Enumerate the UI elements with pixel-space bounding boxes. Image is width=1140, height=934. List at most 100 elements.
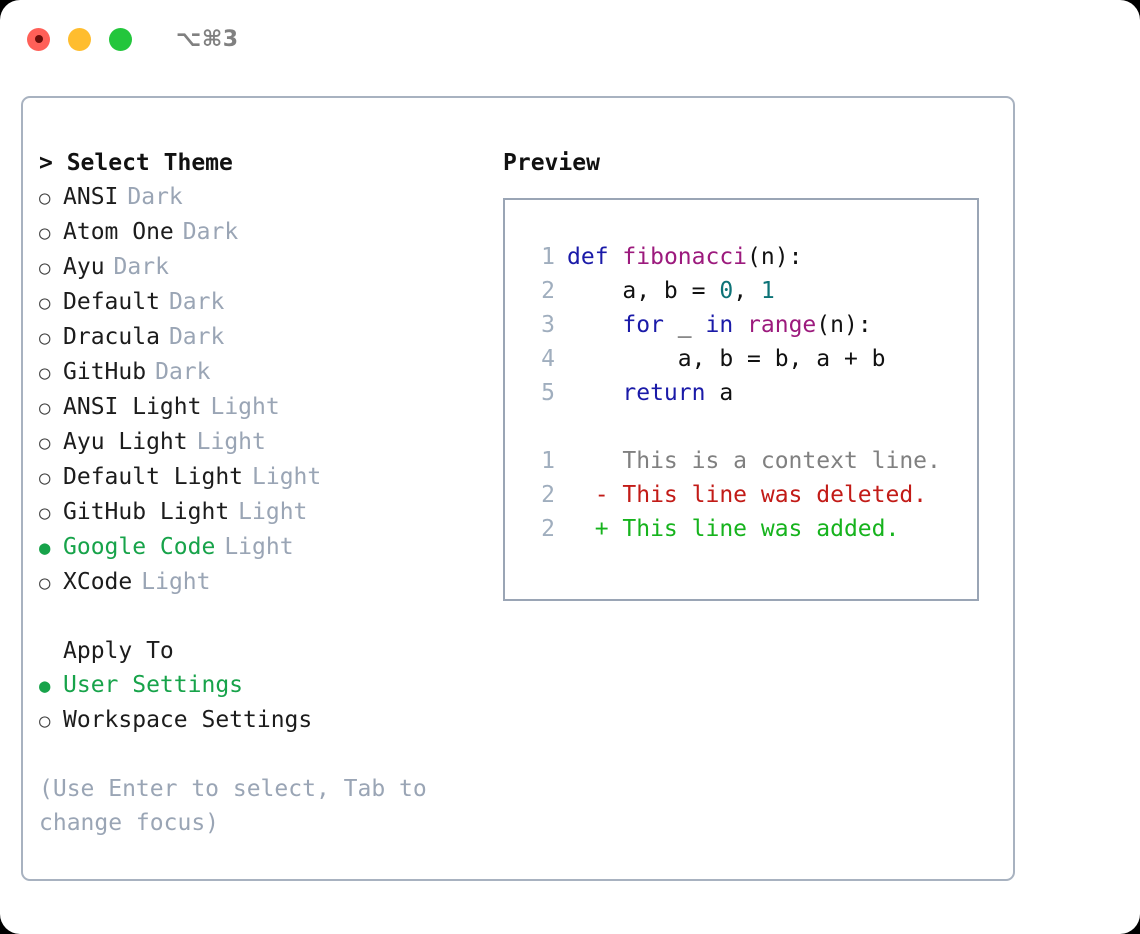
minimize-button[interactable] bbox=[68, 27, 91, 51]
radio-unselected-icon: ○ bbox=[39, 327, 51, 349]
maximize-button[interactable] bbox=[109, 27, 132, 51]
diff-line-text: This is a context line. bbox=[567, 448, 941, 474]
code-token bbox=[609, 244, 623, 270]
theme-option-github[interactable]: ○ GitHub Dark bbox=[39, 355, 503, 390]
diff-line-text: - This line was deleted. bbox=[567, 482, 928, 508]
diff-line: 1 This is a context line. bbox=[523, 444, 977, 478]
theme-option-default[interactable]: ○ Default Dark bbox=[39, 285, 503, 320]
select-theme-header: > Select Theme bbox=[39, 150, 233, 176]
radio-unselected-icon: ○ bbox=[39, 710, 51, 732]
theme-option-dracula[interactable]: ○ Dracula Dark bbox=[39, 320, 503, 355]
apply-to-option-label: Workspace Settings bbox=[63, 707, 313, 733]
diff-sample: 1 This is a context line.2 - This line w… bbox=[523, 444, 977, 546]
theme-option-kind: Dark bbox=[155, 359, 211, 385]
line-number: 2 bbox=[541, 278, 555, 304]
diff-line: 2 + This line was added. bbox=[523, 512, 977, 546]
theme-option-label: Default bbox=[63, 289, 160, 315]
theme-option-kind: Light bbox=[141, 569, 211, 595]
theme-option-xcode[interactable]: ○ XCode Light bbox=[39, 565, 503, 600]
code-line: 3 for _ in range(n): bbox=[523, 308, 977, 342]
theme-option-kind: Light bbox=[224, 534, 294, 560]
apply-to-list[interactable]: ● User Settings ○ Workspace Settings bbox=[39, 668, 503, 738]
theme-option-kind: Dark bbox=[113, 254, 169, 280]
theme-option-label: ANSI bbox=[63, 184, 119, 210]
line-number: 4 bbox=[541, 346, 555, 372]
code-token: for bbox=[622, 312, 664, 338]
radio-unselected-icon: ○ bbox=[39, 467, 51, 489]
theme-option-label: Google Code bbox=[63, 534, 216, 560]
radio-unselected-icon: ○ bbox=[39, 502, 51, 524]
close-button[interactable] bbox=[27, 27, 50, 51]
spacer bbox=[39, 738, 503, 772]
code-token: 1 bbox=[760, 278, 775, 304]
radio-unselected-icon: ○ bbox=[39, 572, 51, 594]
theme-option-label: Dracula bbox=[63, 324, 160, 350]
theme-option-label: Default Light bbox=[63, 464, 244, 490]
code-line-text: return a bbox=[567, 376, 733, 410]
code-line: 5 return a bbox=[523, 376, 977, 410]
line-number: 3 bbox=[541, 312, 555, 338]
radio-unselected-icon: ○ bbox=[39, 222, 51, 244]
radio-unselected-icon: ○ bbox=[39, 362, 51, 384]
theme-option-kind: Dark bbox=[168, 289, 225, 315]
code-token: 0 bbox=[719, 278, 734, 304]
theme-option-label: Atom One bbox=[63, 219, 174, 245]
window-controls bbox=[27, 27, 132, 51]
theme-option-kind: Light bbox=[210, 394, 280, 420]
help-hint-line-1: (Use Enter to select, Tab to bbox=[39, 776, 427, 802]
radio-selected-icon: ● bbox=[39, 537, 51, 559]
apply-to-option-workspace-settings[interactable]: ○ Workspace Settings bbox=[39, 703, 503, 738]
help-hint: (Use Enter to select, Tab to change focu… bbox=[39, 772, 449, 840]
theme-option-github-light[interactable]: ○ GitHub Light Light bbox=[39, 495, 503, 530]
keyboard-shortcut-label: ⌥⌘3 bbox=[176, 26, 239, 52]
theme-option-kind: Light bbox=[238, 499, 308, 525]
code-token: def bbox=[567, 244, 609, 270]
code-token: a, b = bbox=[567, 278, 720, 304]
close-icon bbox=[34, 35, 43, 43]
apply-to-option-label: User Settings bbox=[63, 672, 244, 698]
line-number: 5 bbox=[541, 380, 555, 406]
theme-option-label: ANSI Light bbox=[63, 394, 202, 420]
spacer bbox=[39, 600, 503, 634]
theme-option-ansi-light[interactable]: ○ ANSI Light Light bbox=[39, 390, 503, 425]
theme-option-label: Ayu Light bbox=[63, 429, 188, 455]
line-number: 2 bbox=[541, 482, 555, 508]
apply-to-header: Apply To bbox=[63, 638, 174, 664]
spacer bbox=[523, 410, 977, 444]
preview-title: Preview bbox=[503, 150, 600, 176]
radio-unselected-icon: ○ bbox=[39, 257, 51, 279]
code-token: , bbox=[733, 278, 761, 304]
radio-unselected-icon: ○ bbox=[39, 432, 51, 454]
code-token: (n): bbox=[747, 244, 803, 270]
code-line-text: for _ in range(n): bbox=[567, 308, 872, 342]
theme-option-label: XCode bbox=[63, 569, 133, 595]
radio-selected-icon: ● bbox=[39, 675, 51, 697]
code-token bbox=[733, 312, 747, 338]
theme-option-label: GitHub bbox=[63, 359, 147, 385]
theme-option-kind: Dark bbox=[127, 184, 183, 210]
diff-line: 2 - This line was deleted. bbox=[523, 478, 977, 512]
code-token: fibonacci bbox=[622, 244, 748, 270]
code-token: _ bbox=[663, 312, 706, 338]
theme-option-google-code[interactable]: ● Google Code Light bbox=[39, 530, 503, 565]
apply-to-option-user-settings[interactable]: ● User Settings bbox=[39, 668, 503, 703]
theme-option-kind: Dark bbox=[168, 324, 225, 350]
code-line: 2 a, b = 0, 1 bbox=[523, 274, 977, 308]
radio-unselected-icon: ○ bbox=[39, 292, 51, 314]
code-token: (n): bbox=[816, 312, 872, 338]
radio-unselected-icon: ○ bbox=[39, 397, 51, 419]
theme-option-label: GitHub Light bbox=[63, 499, 230, 525]
diff-line-text: + This line was added. bbox=[567, 516, 900, 542]
